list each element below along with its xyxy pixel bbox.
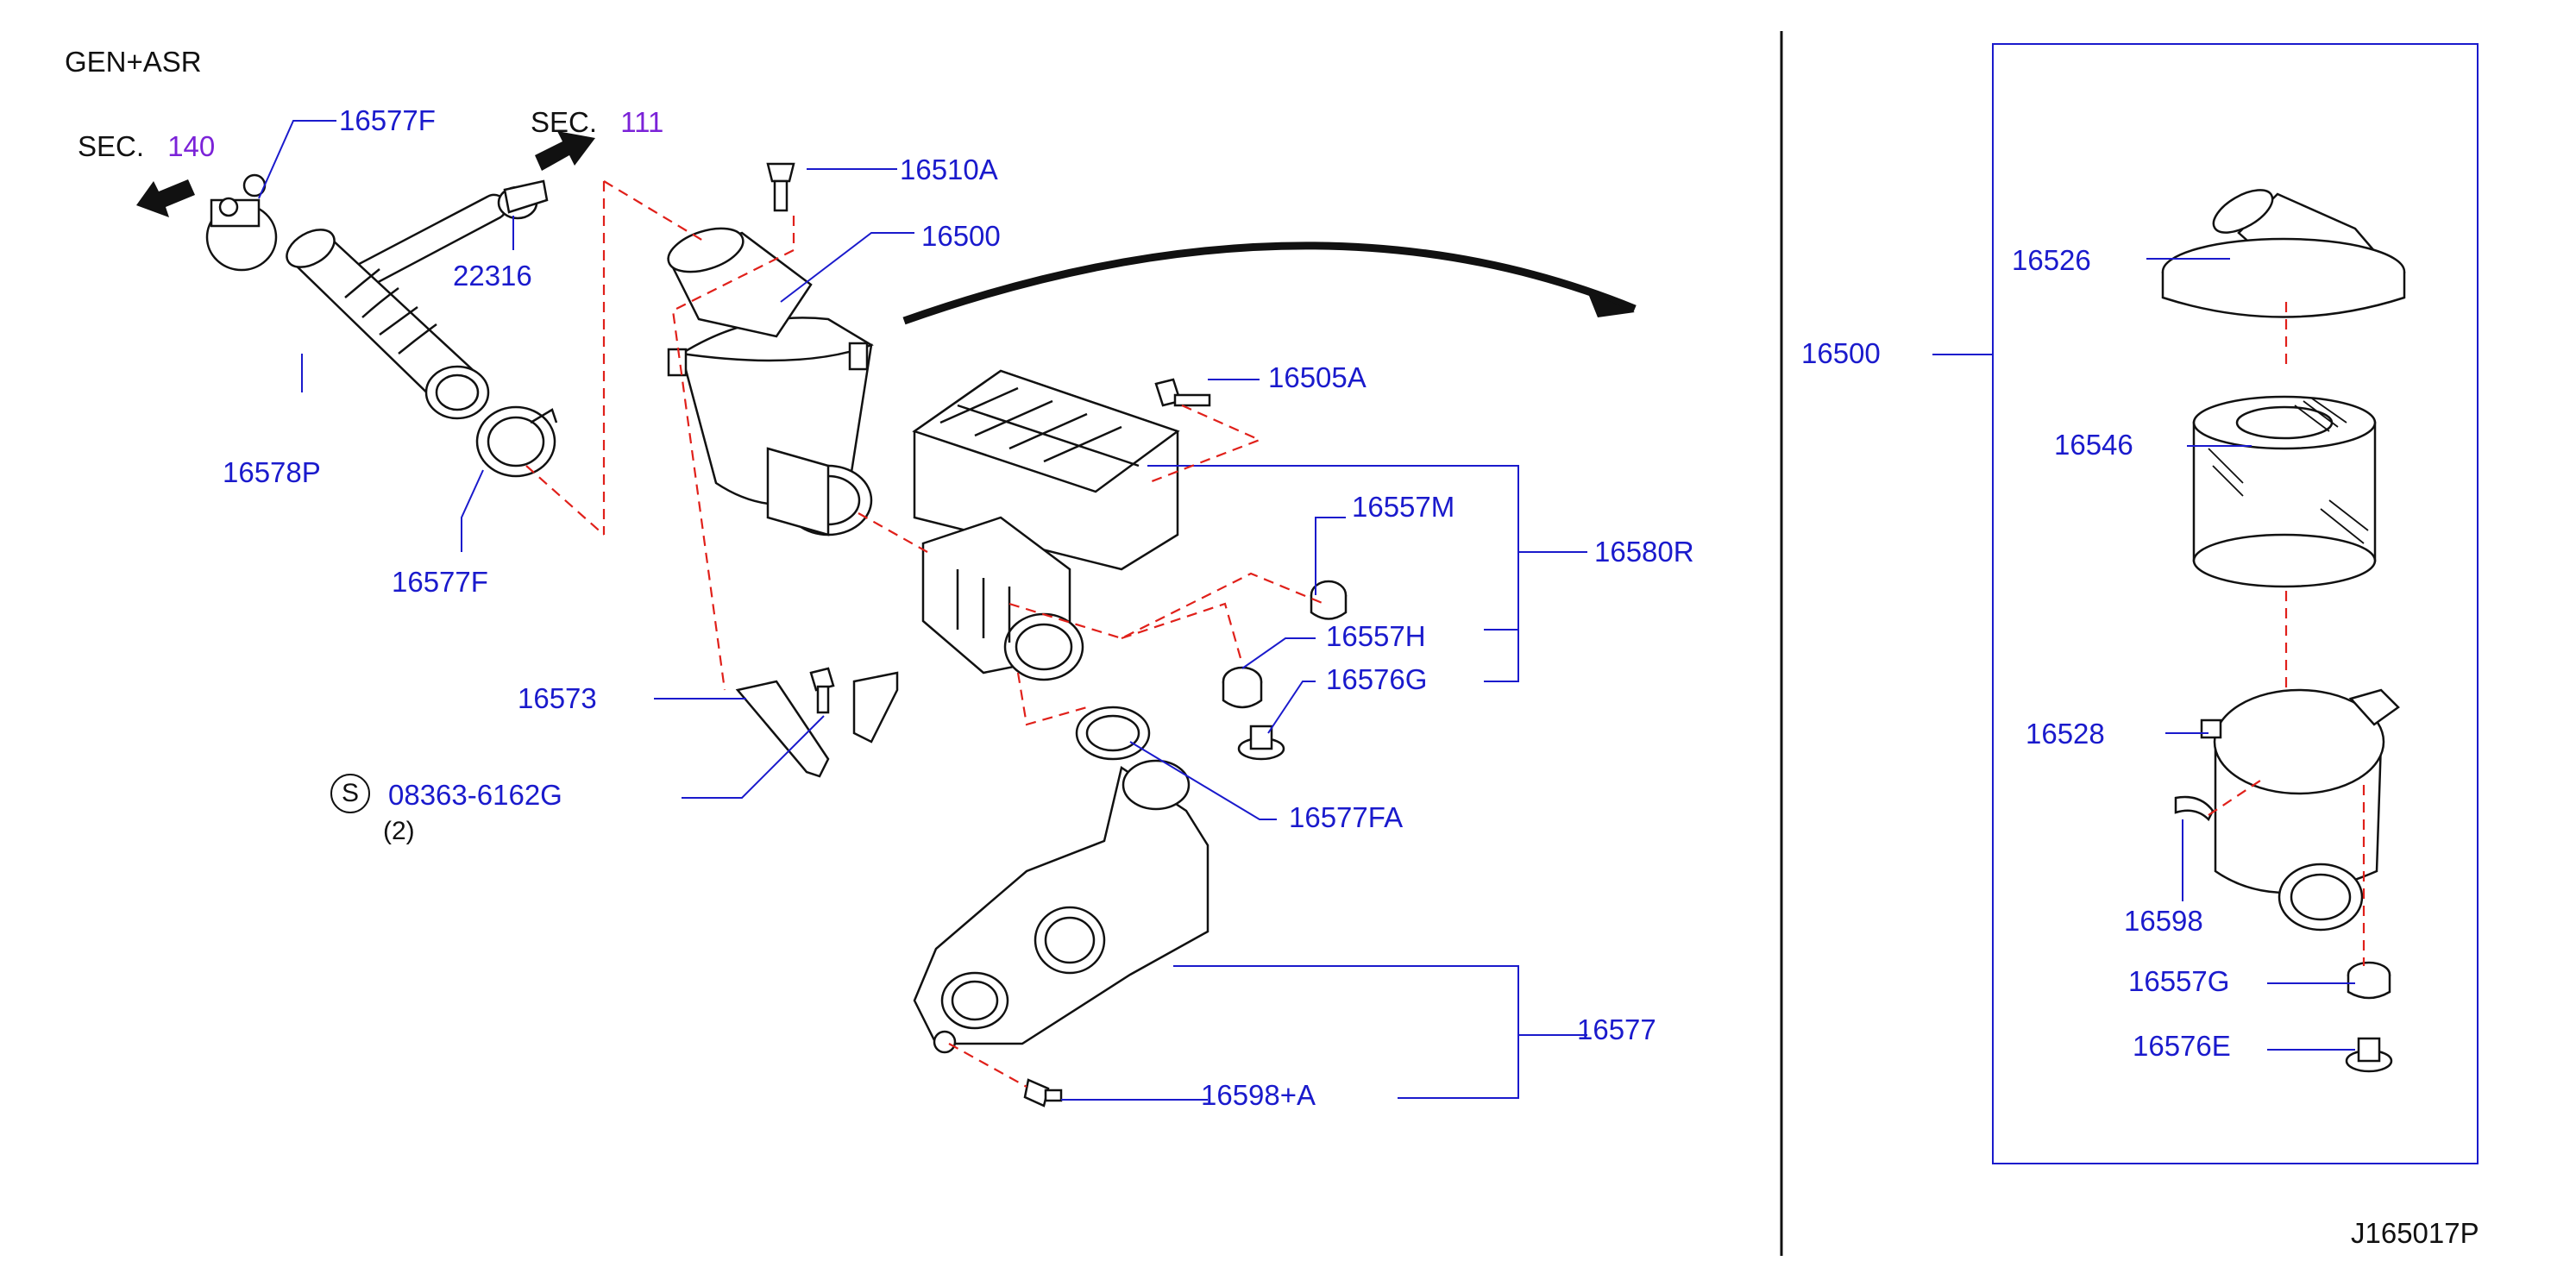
curved-arrow-head (1587, 292, 1635, 317)
sec-140-number[interactable]: 140 (167, 130, 216, 162)
sec-140-prefix: SEC. (78, 130, 145, 162)
s-symbol: S (330, 774, 370, 813)
part-16578P[interactable]: 16578P (223, 456, 321, 488)
filter-element-16546 (2192, 395, 2377, 588)
part-16598A[interactable]: 16598+A (1201, 1079, 1316, 1111)
diagram-title: GEN+ASR (65, 46, 202, 78)
air-duct-16578P (286, 229, 490, 420)
detail-16526[interactable]: 16526 (2012, 244, 2091, 276)
lower-case-16528 (2200, 688, 2400, 932)
detail-16500[interactable]: 16500 (1801, 337, 1881, 369)
clamp-16577FA (1075, 706, 1151, 761)
bolt-08363 (809, 667, 835, 714)
clip-16598 (2174, 795, 2215, 822)
part-16577[interactable]: 16577 (1577, 1013, 1656, 1045)
grommet-16557G (2347, 961, 2391, 1000)
part-16577F-bottom[interactable]: 16577F (392, 566, 488, 598)
part-16505A[interactable]: 16505A (1268, 361, 1367, 393)
resonator-16580R (912, 369, 1180, 681)
air-cleaner-assembly (667, 227, 874, 536)
part-08363-6162G[interactable]: 08363-6162G (388, 779, 562, 811)
part-16577FA[interactable]: 16577FA (1289, 801, 1404, 833)
collar-16576E (2345, 1037, 2393, 1073)
part-16577F-top[interactable]: 16577F (339, 104, 436, 136)
diagram-id: J165017P (2351, 1217, 2479, 1249)
detail-frame (1992, 43, 2479, 1164)
detail-16557G[interactable]: 16557G (2128, 965, 2230, 997)
grommet-16557H (1222, 666, 1263, 709)
upper-cover-16526 (2161, 189, 2406, 318)
sec-111-arrow (535, 131, 595, 171)
lower-hose-clamp (475, 405, 558, 478)
upper-hose-clamp-part (205, 173, 278, 272)
sec-111-label: SEC. 111 (531, 107, 663, 138)
sec-111-number[interactable]: 111 (620, 106, 664, 138)
sensor-16598A (1023, 1078, 1063, 1107)
bracket-16573 (735, 671, 899, 778)
bolt-16510A (766, 162, 795, 212)
collar-16576G (1237, 725, 1285, 761)
part-16557H[interactable]: 16557H (1326, 620, 1426, 652)
part-16580R[interactable]: 16580R (1594, 536, 1694, 568)
part-16557M[interactable]: 16557M (1352, 491, 1455, 523)
sec-111-prefix: SEC. (531, 106, 598, 138)
part-16510A[interactable]: 16510A (900, 154, 998, 185)
part-16500-main[interactable]: 16500 (921, 220, 1001, 252)
sec-140-label: SEC. 140 (78, 131, 215, 162)
part-08363-qty: (2) (383, 817, 415, 845)
assembly-dashed-lines (525, 180, 2366, 1088)
detail-16528[interactable]: 16528 (2026, 718, 2105, 750)
detail-16598[interactable]: 16598 (2124, 905, 2203, 937)
bolt-16505A (1154, 378, 1211, 407)
sec-140-arrow (136, 179, 195, 217)
curved-arrow (902, 242, 1637, 325)
duct-16577 (913, 759, 1209, 1054)
part-16573[interactable]: 16573 (518, 682, 597, 714)
clamp-22316 (497, 179, 549, 220)
part-22316[interactable]: 22316 (453, 260, 532, 292)
part-16576G[interactable]: 16576G (1326, 663, 1428, 695)
detail-16576E[interactable]: 16576E (2133, 1030, 2231, 1062)
detail-16546[interactable]: 16546 (2054, 429, 2133, 461)
leader-lines (258, 120, 2355, 1101)
